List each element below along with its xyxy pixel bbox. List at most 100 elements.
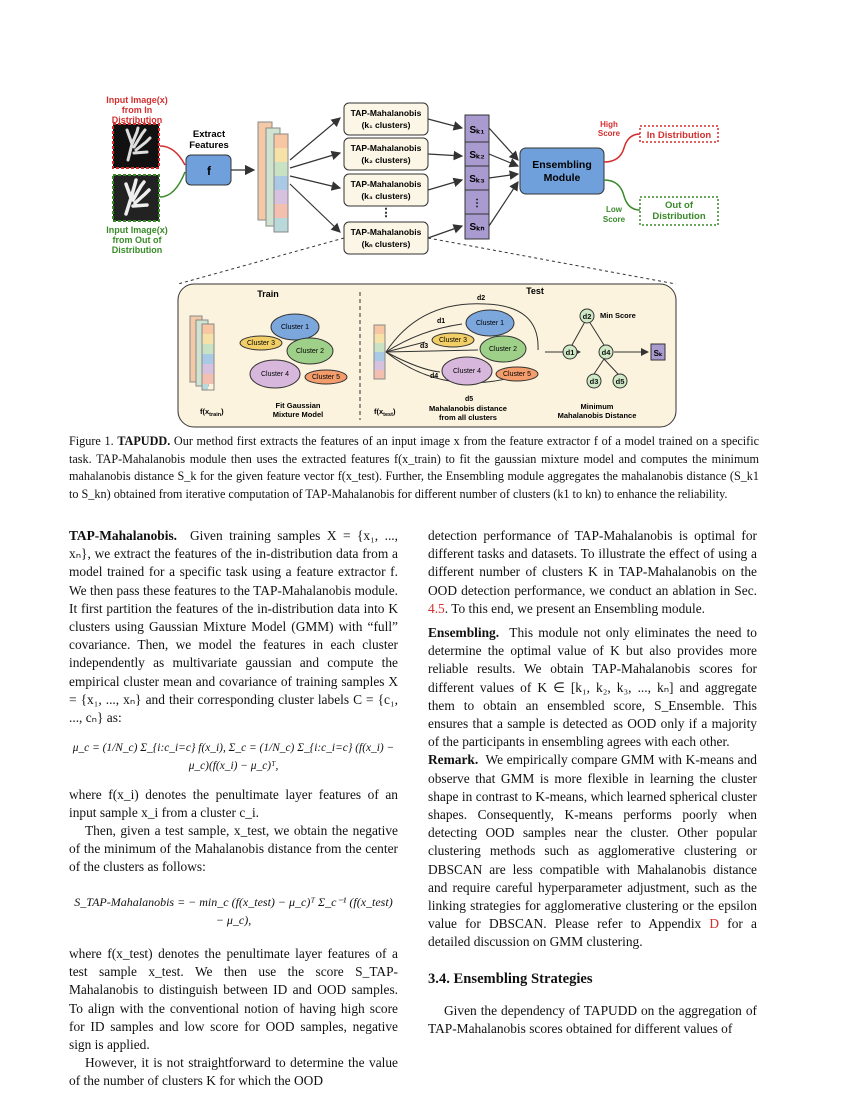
svg-text:Score: Score xyxy=(598,129,621,138)
tree-node-d3: d3 xyxy=(590,377,599,386)
figure-diagram: Input Image(x) from In Distribution Inpu… xyxy=(106,95,719,428)
ref-sec-4-5[interactable]: 4.5 xyxy=(428,600,445,616)
tap-box-k2: TAP-Mahalanobis (k₂ clusters) xyxy=(343,137,429,171)
tree-node-d5: d5 xyxy=(616,377,625,386)
score-sk1: Sₖ₁ xyxy=(469,125,484,136)
svg-text:(kₙ clusters): (kₙ clusters) xyxy=(362,239,411,249)
xray-in-image xyxy=(112,123,160,169)
svg-text:Input Image(x): Input Image(x) xyxy=(106,225,168,235)
svg-text:from Out of: from Out of xyxy=(113,235,163,245)
section-heading-3-4: 3.4. Ensembling Strategies xyxy=(428,970,593,987)
high-score-label: High Score xyxy=(598,120,621,138)
tap-box-k3: TAP-Mahalanobis (k₃ clusters) xyxy=(343,173,429,207)
svg-text:Mahalanobis distance: Mahalanobis distance xyxy=(429,404,507,413)
svg-text:Module: Module xyxy=(544,172,581,184)
svg-text:Fit Gaussian: Fit Gaussian xyxy=(275,401,320,410)
score-sk3: Sₖ₃ xyxy=(469,174,485,185)
test-cluster-3 xyxy=(431,332,475,348)
left-column: TAP-Mahalanobis. Given training samples … xyxy=(69,527,398,1091)
train-cluster-3-label: Cluster 3 xyxy=(247,340,275,347)
svg-text:Input Image(x): Input Image(x) xyxy=(106,95,168,105)
svg-text:Distribution: Distribution xyxy=(652,211,705,222)
tree-node-d2: d2 xyxy=(583,312,592,321)
svg-text:High: High xyxy=(600,120,618,129)
tap-box-k1: TAP-Mahalanobis (k₁ clusters) xyxy=(343,102,429,136)
ref-appendix-d[interactable]: D xyxy=(709,916,720,932)
left-paragraph-1: Given training samples X = {x₁, ..., xₙ}… xyxy=(69,528,398,726)
train-feature-stack xyxy=(189,315,215,391)
train-cluster-4-label: Cluster 4 xyxy=(261,371,289,378)
equation-mean-cov: μ_c = (1/N_c) Σ_{i:c_i=c} f(x_i), Σ_c = … xyxy=(72,742,395,773)
svg-text:TAP-Mahalanobis: TAP-Mahalanobis xyxy=(351,143,422,153)
in-distribution-label: In Distribution xyxy=(647,130,712,141)
svg-text:(k₁ clusters): (k₁ clusters) xyxy=(362,120,411,130)
caption-text: Our method first extracts the features o… xyxy=(69,434,760,501)
heading-ensembling: Ensembling. xyxy=(428,625,500,641)
right-paragraph-4: Given the dependency of TAPUDD on the ag… xyxy=(428,1002,757,1037)
test-feature-vector xyxy=(373,324,386,380)
svg-text:Out of: Out of xyxy=(665,200,694,211)
sk-label: Sₖ xyxy=(654,349,663,358)
train-cluster-4 xyxy=(249,359,301,389)
feature-vector-stack xyxy=(257,121,289,233)
test-distance-labels: d2 d1 d3 d4 d5 xyxy=(420,295,485,403)
test-cluster-5 xyxy=(495,366,539,382)
svg-text:Minimum: Minimum xyxy=(581,402,614,411)
svg-text:Features: Features xyxy=(189,140,229,151)
right-paragraph-3a: We empirically compare GMM with K-means … xyxy=(428,752,757,932)
test-cluster-1-label: Cluster 1 xyxy=(476,320,504,327)
svg-text:TAP-Mahalanobis: TAP-Mahalanobis xyxy=(351,108,422,118)
right-paragraph-2: This module not only eliminates the need… xyxy=(428,625,757,750)
left-paragraph-4: where f(x_test) denotes the penultimate … xyxy=(69,946,398,1053)
left-paragraph-2: where f(x_i) denotes the penultimate lay… xyxy=(69,786,398,820)
svg-text:(k₂ clusters): (k₂ clusters) xyxy=(361,155,410,165)
svg-text:from In: from In xyxy=(122,105,153,115)
test-cluster-4-label: Cluster 4 xyxy=(453,368,481,375)
right-column: detection performance of TAP-Mahalanobis… xyxy=(428,527,757,1038)
sk-box xyxy=(650,343,666,361)
fit-gmm-label: Fit Gaussian Mixture Model xyxy=(273,401,323,419)
svg-text:Score: Score xyxy=(603,215,626,224)
in-distribution-box xyxy=(639,125,719,143)
svg-text:Distribution: Distribution xyxy=(112,245,163,255)
ensembling-module-label: Ensembling Module xyxy=(532,159,592,184)
min-tree xyxy=(562,308,628,389)
svg-text:Mahalanobis Distance: Mahalanobis Distance xyxy=(558,411,637,420)
score-skn: Sₖₙ xyxy=(470,222,485,233)
heading-tap-mahalanobis: TAP-Mahalanobis. xyxy=(69,528,178,543)
train-cluster-2 xyxy=(286,337,334,365)
left-paragraph-3: Then, given a test sample, x_test, we ob… xyxy=(69,823,398,875)
svg-text:d4: d4 xyxy=(430,373,438,380)
train-label: Train xyxy=(257,289,279,299)
svg-text:d3: d3 xyxy=(420,343,428,350)
svg-text:d2: d2 xyxy=(477,295,485,302)
right-paragraph-3b: for a detailed discussion on GMM cluster… xyxy=(428,916,757,950)
test-cluster-3-label: Cluster 3 xyxy=(439,337,467,344)
figure-caption: Figure 1. TAPUDD. Our method first extra… xyxy=(69,433,759,503)
train-cluster-1 xyxy=(270,313,320,341)
tree-node-d4: d4 xyxy=(602,348,612,357)
svg-text:TAP-Mahalanobis: TAP-Mahalanobis xyxy=(351,227,422,237)
extract-features-label: Extract Features xyxy=(189,129,229,151)
score-sk2: Sₖ₂ xyxy=(469,150,484,161)
caption-bold-title: TAPUDD. xyxy=(117,434,171,448)
train-cluster-3 xyxy=(239,335,283,351)
maha-all-label: Mahalanobis distance from all clusters xyxy=(429,404,507,422)
f-test-label: f(xtest) xyxy=(374,407,396,418)
svg-text:d5: d5 xyxy=(465,396,473,403)
right-paragraph-1b: . To this end, we present an Ensembling … xyxy=(444,600,706,616)
train-cluster-1-label: Cluster 1 xyxy=(281,324,309,331)
test-label: Test xyxy=(526,286,544,296)
svg-text:Ensembling: Ensembling xyxy=(532,159,592,171)
min-maha-label: Minimum Mahalanobis Distance xyxy=(558,402,637,420)
svg-text:from all clusters: from all clusters xyxy=(439,413,497,422)
svg-text:TAP-Mahalanobis: TAP-Mahalanobis xyxy=(351,179,422,189)
train-cluster-5 xyxy=(304,369,348,385)
out-distribution-box xyxy=(639,196,719,226)
tap-box-kn: TAP-Mahalanobis (kₙ clusters) xyxy=(343,221,429,255)
xray-out-image xyxy=(112,174,160,222)
train-cluster-2-label: Cluster 2 xyxy=(296,348,324,355)
svg-text:Extract: Extract xyxy=(193,129,226,140)
input-out-label: Input Image(x) from Out of Distribution xyxy=(106,225,168,255)
score-dots: ⋮ xyxy=(472,198,482,209)
